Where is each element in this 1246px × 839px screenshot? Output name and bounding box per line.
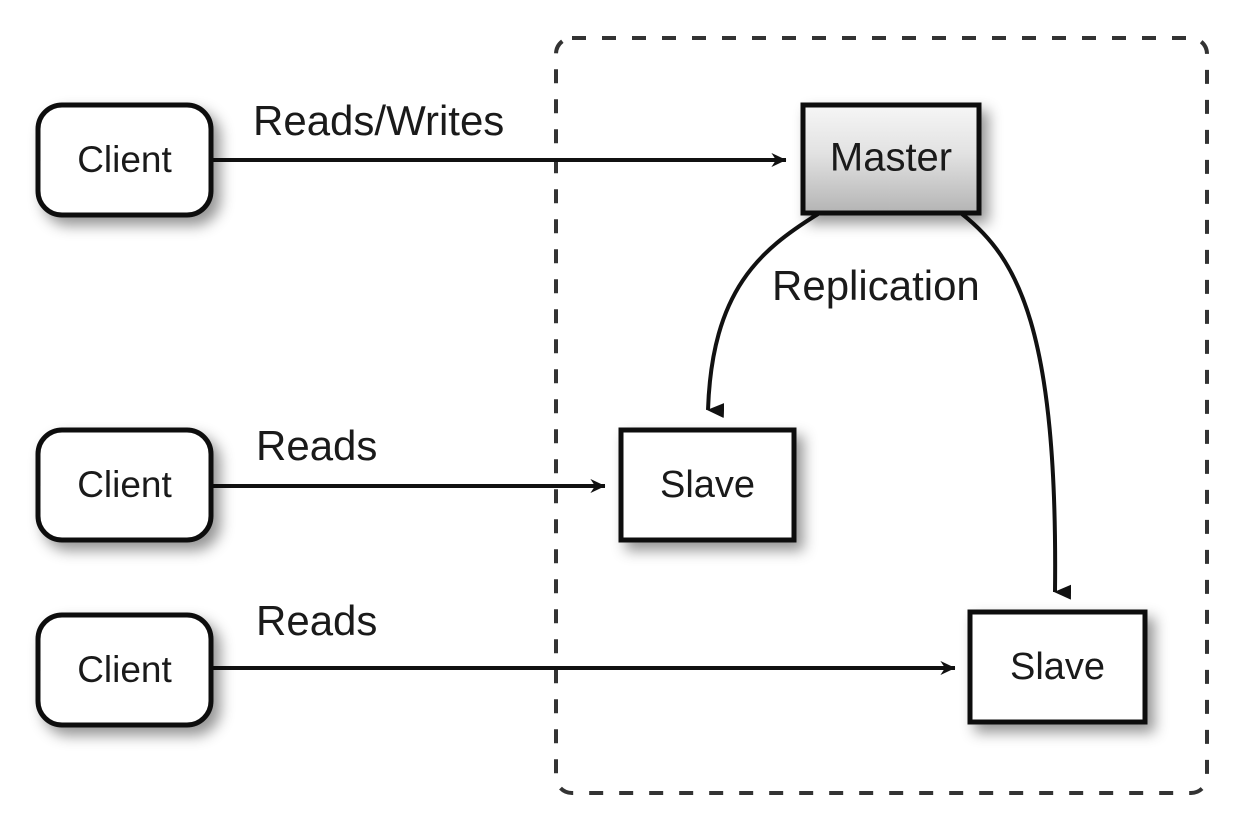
edge-label-reads-slave1: Reads <box>256 422 377 469</box>
master-label: Master <box>830 136 952 180</box>
client-1-label: Client <box>77 139 172 180</box>
client-1-shape <box>35 102 214 218</box>
client-2-label: Client <box>77 464 172 505</box>
node-client-2[interactable]: Client <box>35 427 214 543</box>
master-shape <box>800 102 982 216</box>
slave-1-shape <box>618 427 797 543</box>
edge-master-slave1 <box>706 212 820 419</box>
node-client-3[interactable]: Client <box>35 612 214 728</box>
slave-2-label: Slave <box>1010 646 1105 688</box>
edge-label-replication: Replication <box>772 262 980 309</box>
edge-label-reads-slave2: Reads <box>256 597 377 644</box>
slave-2-shape <box>967 609 1148 725</box>
edge-master-slave2 <box>960 212 1072 600</box>
client-2-shape <box>35 427 214 543</box>
node-client-1[interactable]: Client <box>35 102 214 218</box>
node-slave-1[interactable]: Slave <box>618 427 797 543</box>
client-3-shape <box>35 612 214 728</box>
edge-label-reads-writes: Reads/Writes <box>253 97 504 144</box>
node-master[interactable]: Master <box>800 102 982 216</box>
slave-1-label: Slave <box>660 464 755 506</box>
client-3-label: Client <box>77 649 172 690</box>
node-slave-2[interactable]: Slave <box>967 609 1148 725</box>
replication-cluster-boundary <box>554 36 1209 795</box>
